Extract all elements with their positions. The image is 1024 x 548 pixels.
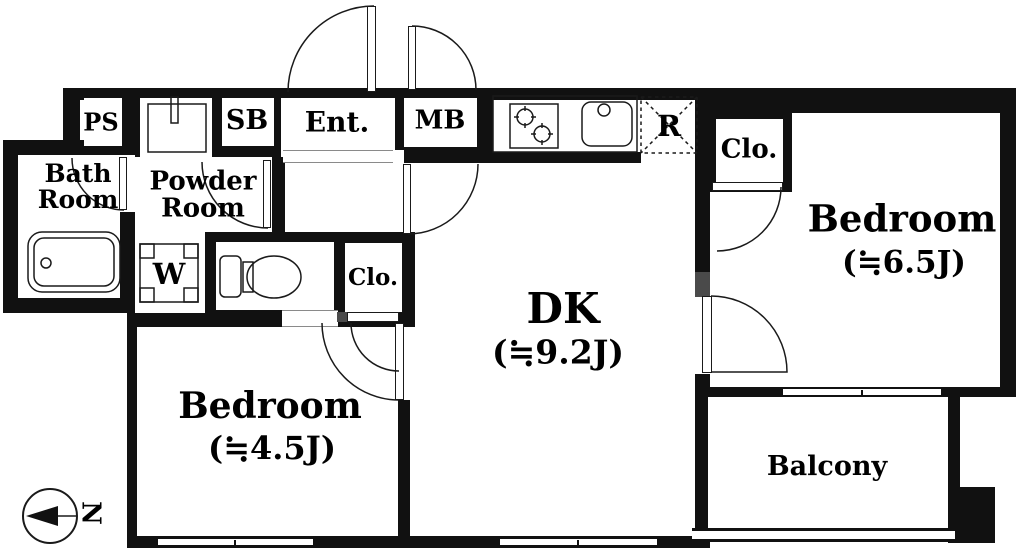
hall-dk-door-leaf — [403, 164, 411, 234]
wall-below-mb — [404, 147, 477, 163]
kitchen-counter — [492, 95, 638, 153]
label-dk: DK — [526, 283, 600, 333]
label-sb: SB — [225, 104, 269, 136]
closet1-door-leaf — [347, 312, 399, 322]
wall-top — [63, 88, 1016, 100]
wall-dk-bedroom2-upper — [695, 88, 710, 272]
label-refrigerator: R — [656, 108, 682, 143]
entrance-step — [283, 150, 393, 163]
room-dk — [410, 163, 695, 536]
hall-dk-door-arc — [407, 163, 479, 235]
wall-sb-ent — [274, 98, 281, 146]
closet2-door-leaf — [712, 182, 783, 191]
room-entrance — [281, 98, 395, 150]
room-closet1 — [345, 243, 402, 312]
bedroom2-door-leaf — [702, 296, 712, 373]
label-entrance: Ent. — [304, 105, 370, 139]
laundry-pan-icon — [139, 243, 199, 303]
mb-door-arc — [411, 25, 477, 91]
bath-door-arc — [71, 157, 125, 211]
compass-north-needle — [26, 506, 58, 526]
room-powder-upper — [135, 157, 272, 235]
room-balcony — [708, 397, 948, 528]
label-dk-size: (≒9.2J) — [492, 332, 624, 372]
label-washer: W — [152, 256, 186, 291]
stove-icon — [509, 103, 559, 149]
label-bedroom2-size: (≒6.5J) — [842, 244, 966, 281]
label-bathroom-line1: Bath — [44, 158, 112, 188]
room-mb — [404, 98, 477, 147]
bedroom1-door-leaf — [395, 323, 404, 400]
doorway-bedroom1 — [282, 310, 338, 327]
room-sb — [222, 98, 274, 146]
closet2-door-arc — [716, 186, 782, 252]
room-ps — [84, 98, 122, 146]
wall-below-counter — [477, 152, 641, 163]
sink-icon — [581, 101, 633, 147]
washbasin-icon — [147, 103, 207, 153]
label-powder-line1: Powder — [149, 166, 257, 197]
wall-powder-hall — [272, 157, 285, 237]
label-bedroom2: Bedroom — [807, 196, 997, 241]
label-bedroom1: Bedroom — [178, 385, 362, 428]
wall-ent-mb — [395, 98, 404, 150]
label-bathroom-line2: Room — [37, 184, 119, 214]
entrance-door-arc — [287, 5, 375, 93]
wall-bedroom1-dk — [396, 400, 410, 472]
room-powder-lower — [135, 223, 205, 313]
window-bedroom2-balcony — [783, 387, 941, 397]
label-north: N — [75, 501, 106, 525]
balcony-railing — [692, 528, 955, 542]
label-closet1: Clo. — [348, 263, 398, 291]
wall-basin-sb — [212, 98, 222, 163]
compass-icon — [22, 488, 78, 544]
label-powder-line2: Room — [161, 193, 245, 224]
room-bathroom — [18, 155, 120, 298]
room-closet2 — [716, 119, 783, 183]
label-closet2: Clo. — [720, 134, 778, 165]
room-bedroom1 — [137, 327, 398, 536]
wall-mb-kitchen — [477, 98, 493, 163]
label-mb: MB — [414, 105, 466, 136]
bedroom2-door-arc — [710, 295, 788, 373]
closet1-door-arc — [350, 322, 400, 372]
wall-right — [1000, 88, 1016, 397]
toilet-icon — [219, 255, 302, 299]
jamb-bedroom2-door — [695, 272, 710, 297]
wall-top-bedroom2 — [698, 100, 1016, 113]
balcony-wall-right — [948, 397, 960, 487]
window-bedroom1 — [158, 537, 313, 547]
label-ps: PS — [83, 107, 119, 137]
wall-left-bedroom1 — [127, 313, 137, 548]
label-balcony: Balcony — [766, 450, 888, 482]
bathtub-icon — [27, 231, 121, 293]
powder-door-arc — [201, 161, 269, 229]
jamb-bedroom1-door — [337, 312, 347, 322]
bedroom1-door-arc — [321, 322, 400, 401]
balcony-wall-left — [692, 390, 708, 540]
window-dk — [500, 537, 657, 547]
refrigerator-space-icon — [640, 96, 698, 154]
label-bedroom1-size: (≒4.5J) — [208, 429, 336, 468]
balcony-corner-block — [948, 487, 995, 543]
